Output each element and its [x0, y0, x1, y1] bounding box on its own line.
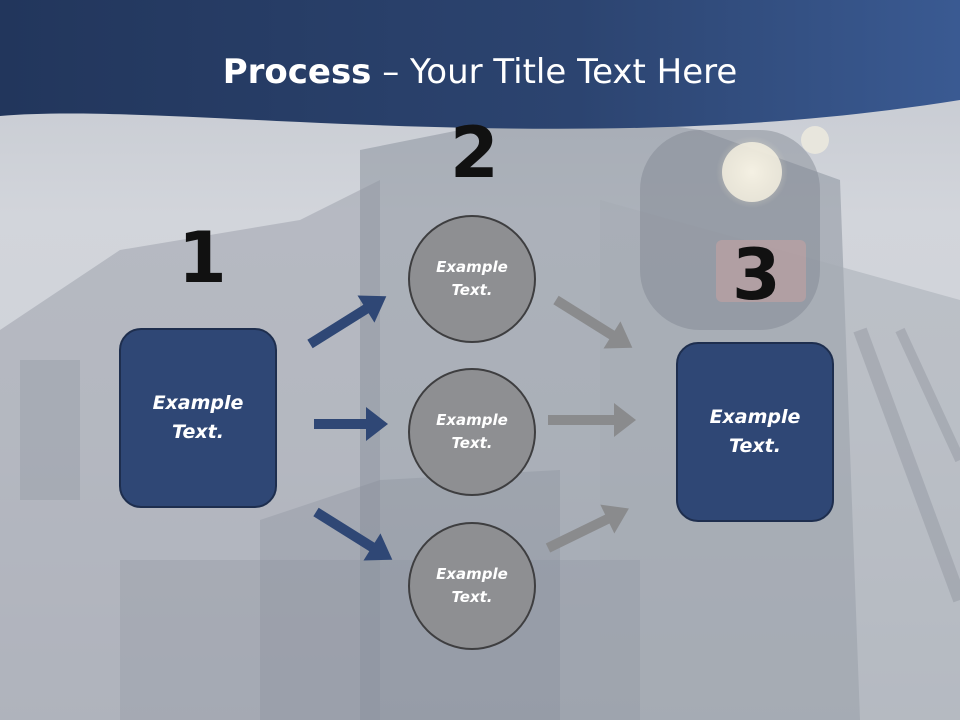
arrow-up-right-icon	[545, 504, 629, 553]
left-arrows	[307, 295, 393, 561]
step-number-1: 1	[178, 217, 227, 299]
header-band	[0, 0, 960, 129]
step-3-text: Example Text.	[709, 406, 801, 457]
circle-text: Example Text.	[436, 565, 508, 606]
circle-text: Example Text.	[436, 258, 508, 299]
step-2-circle-top: Example Text.	[408, 215, 536, 343]
title-rest: – Your Title Text Here	[371, 52, 738, 92]
step-3-box: Example Text.	[676, 342, 834, 522]
step-1-box: Example Text.	[119, 328, 277, 508]
arrow-down-right-icon	[313, 507, 393, 561]
step-2-circle-bottom: Example Text.	[408, 522, 536, 650]
slide-title: Process – Your Title Text Here	[0, 52, 960, 92]
step-2-circle-middle: Example Text.	[408, 368, 536, 496]
arrow-down-right-icon	[553, 295, 633, 349]
right-arrows	[545, 295, 636, 553]
arrow-right-icon	[314, 407, 388, 441]
step-1-text: Example Text.	[152, 392, 244, 443]
arrow-up-right-icon	[307, 295, 387, 349]
arrow-right-icon	[548, 403, 636, 437]
step-number-3: 3	[732, 234, 781, 316]
title-bold: Process	[222, 52, 372, 92]
step-number-2: 2	[450, 112, 499, 194]
circle-text: Example Text.	[436, 411, 508, 452]
